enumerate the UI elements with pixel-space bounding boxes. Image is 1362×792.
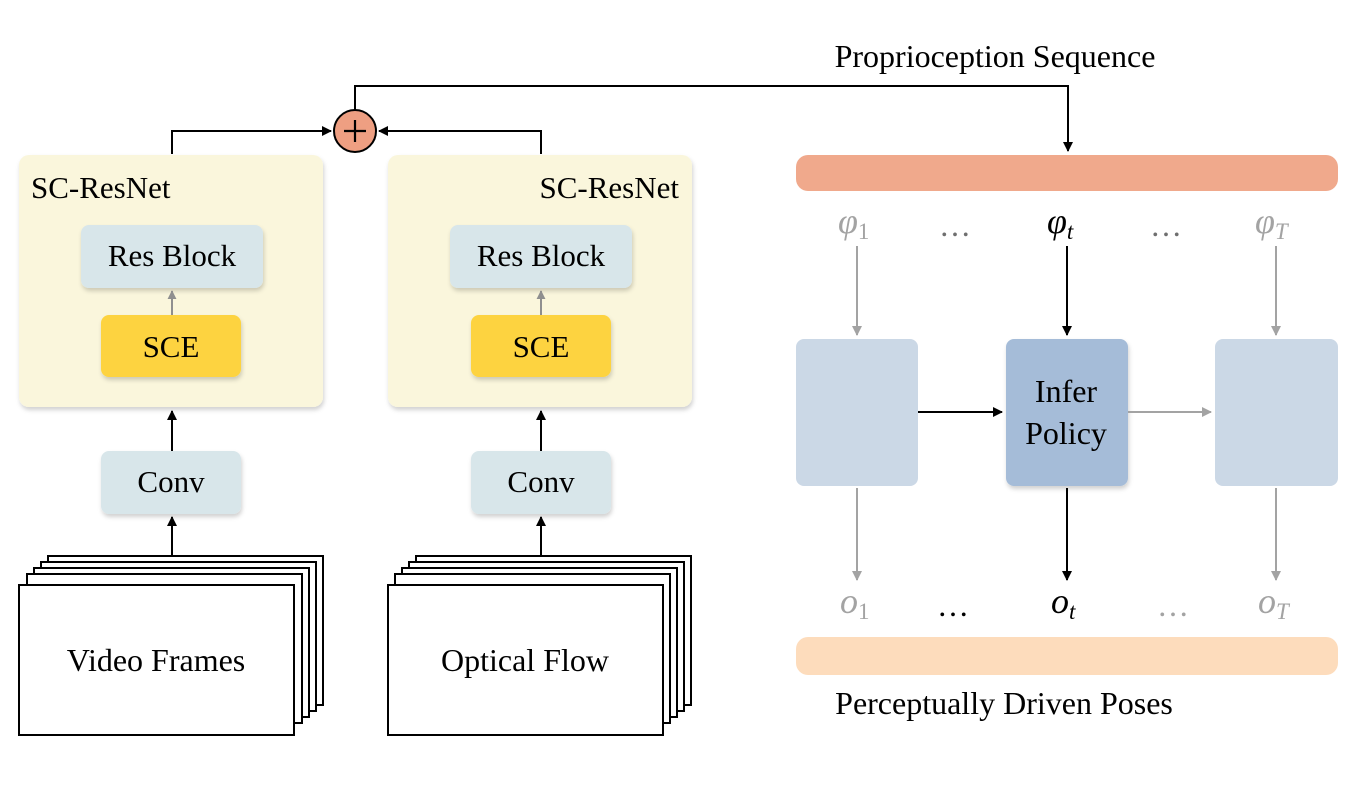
left-branch: SC-ResNet Res Block SCE Conv Video Frame… [18,155,324,736]
policy-block-T [1215,339,1338,486]
proprioception-sequence-label: Proprioception Sequence [835,38,1156,74]
left-conv-label: Conv [137,464,205,499]
left-res-block-label: Res Block [108,238,237,273]
phi-ellipsis-left: … [939,207,971,243]
left-sce-block [101,315,241,377]
o-t-label: ot [1051,581,1076,624]
o-ellipsis-left: … [937,587,969,623]
infer-policy-label-line1: Infer [1035,373,1098,409]
poses-bar [796,637,1338,675]
phi-T-label: φT [1255,201,1290,244]
o-T-label: oT [1258,581,1291,624]
perceptually-driven-poses-label: Perceptually Driven Poses [835,685,1173,721]
right-sc-resnet-title: SC-ResNet [540,170,680,205]
left-sc-resnet-title: SC-ResNet [31,170,171,205]
right-res-block [450,225,632,288]
right-res-block-label: Res Block [477,238,606,273]
right-sce-block [471,315,611,377]
video-frames-label: Video Frames [67,642,245,678]
right-sce-label: SCE [513,329,570,364]
left-res-block [81,225,263,288]
o-ellipsis-right: … [1157,587,1189,623]
left-sce-label: SCE [143,329,200,364]
optical-flow-stack [387,555,692,736]
infer-policy-label-line2: Policy [1025,415,1107,451]
policy-block-t [1006,339,1128,486]
phi-t-label: φt [1047,201,1074,244]
right-to-sum-arrow [378,126,542,154]
phi-1-label: φ1 [838,201,869,244]
o-1-label: o1 [840,581,870,624]
right-conv-label: Conv [507,464,575,499]
right-branch: SC-ResNet Res Block SCE Conv Optical Flo… [387,155,692,736]
policy-section: φ1 … φt … φT Infer Policy o1 … ot … oT [796,155,1338,675]
right-conv-block [471,451,611,514]
policy-block-1 [796,339,918,486]
video-frames-stack [18,555,324,736]
sum-node [333,109,377,153]
proprioception-bar [796,155,1338,191]
optical-flow-label: Optical Flow [441,642,609,678]
proprioception-arrow [354,85,1073,152]
phi-ellipsis-right: … [1150,207,1182,243]
left-to-sum-arrow [171,126,332,154]
left-conv-block [101,451,241,514]
